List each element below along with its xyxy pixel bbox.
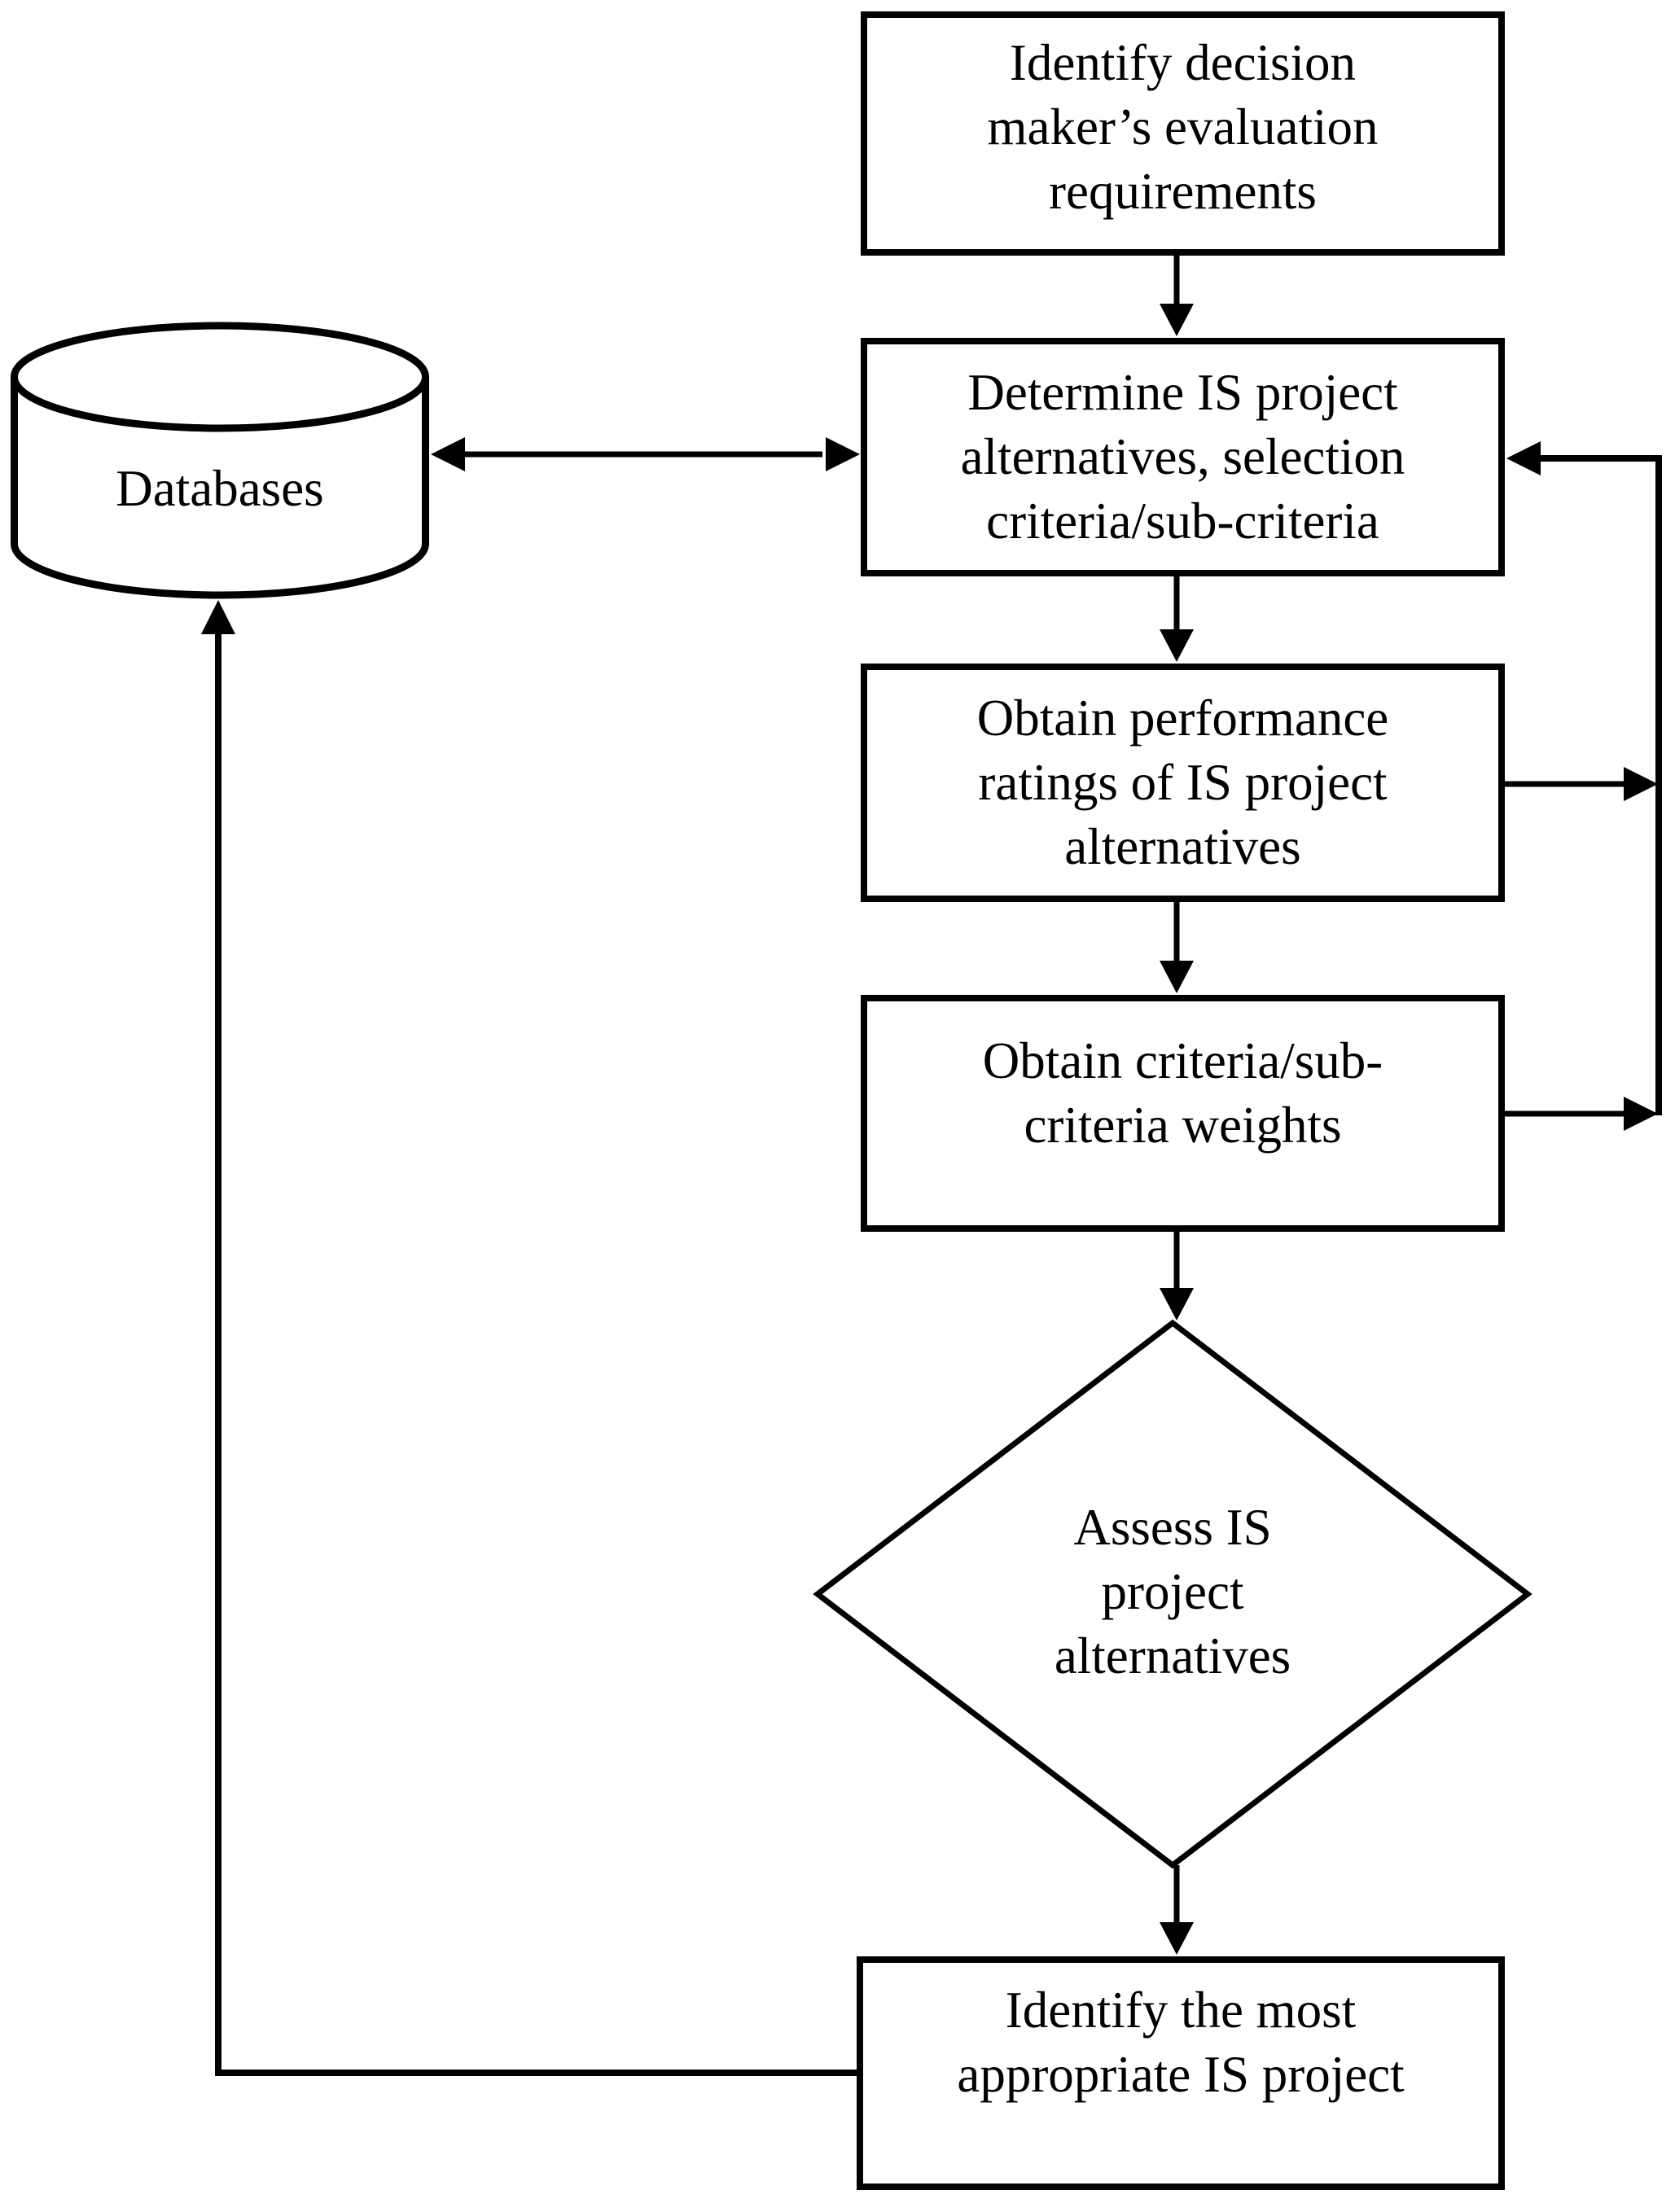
arrow-determine-to-ratings [1160,573,1194,662]
node-performance-ratings: Obtain performance ratings of IS project… [861,664,1505,902]
node-identify-requirements-label: Identify decision maker’s evaluation req… [987,33,1379,220]
arrow-weights-to-assess [1160,1229,1194,1321]
arrow-databases-determine-double [431,437,860,471]
feedback-ratings-branch [1505,767,1658,801]
feedback-right-trunk [1506,441,1662,1115]
cylinder-body [11,377,429,599]
decision-diamond-shape [813,1319,1532,1869]
node-databases: Databases [24,403,415,574]
node-determine-alternatives: Determine IS project alternatives, selec… [861,338,1505,576]
arrow-identify-to-determine [1160,252,1194,336]
cylinder-top [11,322,429,432]
arrow-ratings-to-weights [1160,899,1194,993]
node-appropriate-project: Identify the most appropriate IS project [857,1956,1505,2190]
node-criteria-weights: Obtain criteria/sub- criteria weights [861,995,1505,1232]
node-databases-label: Databases [116,459,324,517]
node-performance-ratings-label: Obtain performance ratings of IS project… [976,690,1389,875]
feedback-weights-branch [1505,1097,1658,1131]
node-determine-alternatives-label: Determine IS project alternatives, selec… [960,364,1405,550]
node-criteria-weights-label: Obtain criteria/sub- criteria weights [982,1032,1383,1154]
node-identify-requirements: Identify decision maker’s evaluation req… [861,11,1505,256]
node-appropriate-project-label: Identify the most appropriate IS project [957,1981,1405,2103]
node-assess-alternatives: Assess IS project alternatives [928,1482,1417,1702]
arrow-assess-to-project [1160,1865,1194,1955]
feedback-project-to-databases [201,600,857,2076]
node-assess-alternatives-label: Assess IS project alternatives [1054,1498,1291,1684]
cylinder-shape [11,322,429,599]
